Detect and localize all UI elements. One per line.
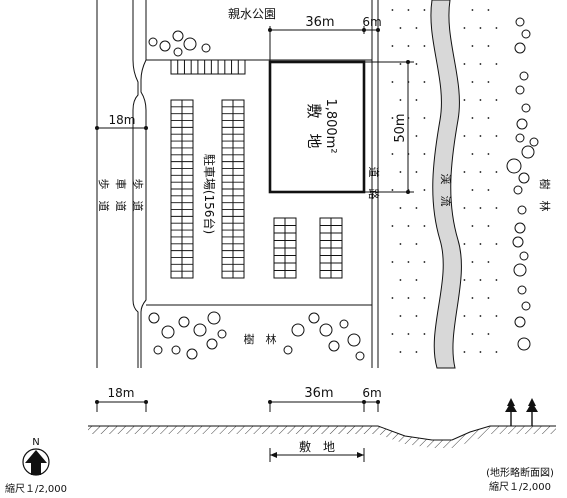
dotted-ground: [391, 9, 498, 353]
parking-stalls-columns: [170, 99, 343, 279]
stream-label: 渓 流: [439, 174, 453, 207]
trees-right-label: 樹 林: [538, 179, 552, 212]
section-dim-site: 36m: [304, 386, 333, 401]
section-dim-road: 6m: [362, 386, 381, 400]
ground-section-line: [88, 425, 556, 441]
dim-depth: [364, 60, 414, 194]
stream: [430, 0, 462, 369]
right-road-label: 道 路: [367, 167, 381, 200]
left-sidewalk-1-label: 歩 道: [97, 179, 111, 212]
section-trees: [505, 398, 538, 426]
site-plot: [268, 60, 366, 194]
trees: [148, 17, 539, 361]
section-dim-left: 18m: [108, 386, 135, 400]
north-scale: 縮尺１/2,000: [5, 482, 67, 495]
site-label: 敷 地: [305, 103, 323, 148]
site-area: 1,800m²: [323, 98, 338, 153]
left-carriageway-label: 車 道: [114, 179, 128, 212]
dim-top: [268, 26, 380, 62]
section-site-label: 敷 地: [299, 439, 335, 454]
section-site-extent: [269, 448, 365, 462]
section-dimensions: [95, 400, 380, 412]
parking-label: 駐車場(156台): [202, 154, 217, 234]
ground-section-hatch: [88, 426, 556, 448]
dim-site-depth: 50m: [393, 113, 408, 142]
dim-left-road-label: 18m: [109, 113, 136, 127]
north-arrow-icon: [22, 448, 50, 476]
trees-bottom-label: 樹 林: [244, 332, 277, 346]
dim-site-width: 36m: [305, 15, 334, 30]
dim-road-width: 6m: [362, 15, 381, 29]
left-sidewalk-2-label: 歩 道: [131, 179, 145, 212]
north-letter: N: [32, 437, 39, 448]
section-scale: 縮尺１/2,000: [489, 480, 551, 493]
section-caption: (地形略断面図): [486, 466, 554, 479]
parking-stalls-top: [170, 59, 246, 75]
park-label: 親水公園: [228, 7, 276, 21]
dim-left-road: [95, 126, 148, 130]
left-road: [96, 0, 147, 368]
